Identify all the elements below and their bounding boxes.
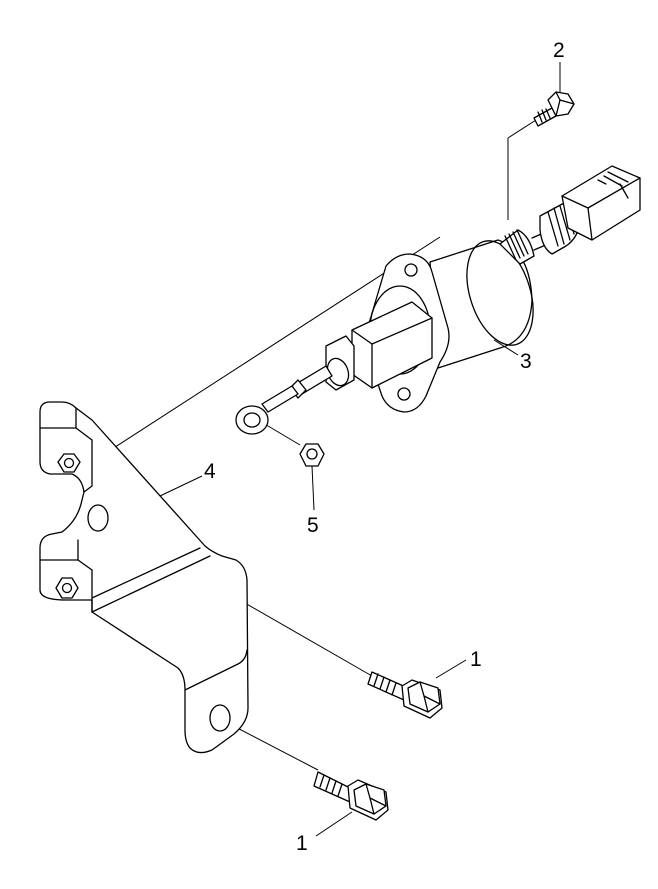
callout-label-nut: 5	[307, 514, 319, 537]
solenoid	[235, 229, 549, 435]
screw-top	[533, 91, 575, 127]
callout-label-solenoid: 3	[520, 350, 532, 373]
bolt-lower	[313, 771, 389, 821]
callout-label-bolt-middle: 1	[470, 648, 482, 671]
bolt-middle	[367, 671, 443, 719]
bracket-upper-nut	[57, 453, 81, 473]
mounting-bracket	[39, 401, 249, 754]
callout-leaders	[159, 62, 561, 837]
bracket-lower-nut	[55, 577, 79, 599]
hex-nut	[299, 443, 325, 467]
callout-label-bolt-lower: 1	[296, 832, 308, 855]
wire-connector	[539, 165, 641, 255]
callout-label-screw: 2	[553, 39, 565, 62]
callout-label-bracket: 4	[204, 460, 216, 483]
